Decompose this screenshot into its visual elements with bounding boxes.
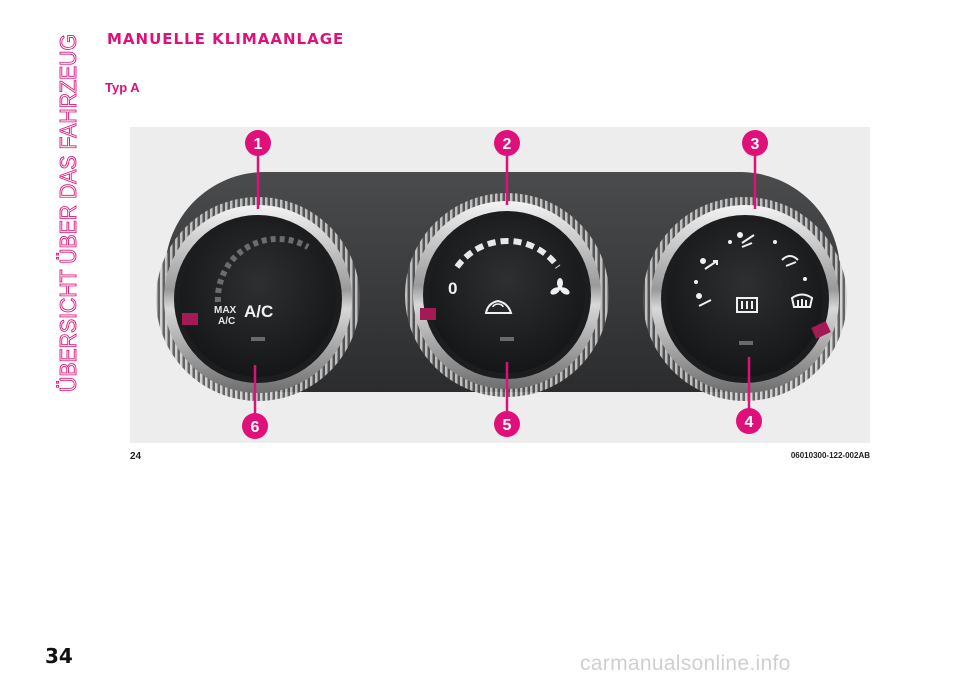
fan-speed-scale-arc <box>454 237 561 269</box>
callout-3: 3 <box>742 130 768 156</box>
face-vent-icon <box>700 258 718 270</box>
fan-speed-indicator <box>420 308 436 320</box>
floor-vent-icon <box>696 293 712 307</box>
svg-text:4: 4 <box>745 414 754 431</box>
windshield-defrost-icon[interactable] <box>790 293 814 308</box>
figure-caption: 24 06010300-122-002AB <box>130 451 870 465</box>
rear-defrost-led <box>739 341 753 345</box>
position-dot <box>773 240 777 244</box>
watermark: carmanualsonline.info <box>580 652 791 675</box>
fan-off-label: 0 <box>448 279 457 298</box>
ac-button-label[interactable]: A/C <box>244 302 273 321</box>
page-number: 34 <box>45 644 73 668</box>
recirculation-led <box>500 337 514 341</box>
rear-defrost-icon[interactable] <box>736 297 758 313</box>
figure-number: 24 <box>130 451 142 462</box>
temperature-knob[interactable]: MAX A/C A/C <box>164 205 352 393</box>
callout-4: 4 <box>736 408 762 434</box>
temperature-indicator <box>182 313 198 325</box>
max-label: MAX <box>214 305 237 316</box>
svg-text:3: 3 <box>751 136 760 153</box>
svg-text:2: 2 <box>503 136 512 153</box>
air-distribution-knob[interactable] <box>651 205 839 393</box>
position-dot <box>694 280 698 284</box>
callout-6: 6 <box>242 413 268 439</box>
section-subheading: Typ A <box>105 80 140 95</box>
max-ac-label: A/C <box>218 316 235 327</box>
figure-code: 06010300-122-002AB <box>790 451 870 460</box>
sidebar-title-text: ÜBERSICHT ÜBER DAS FAHRZEUG <box>55 34 81 392</box>
floor-defrost-icon <box>781 255 799 267</box>
svg-text:5: 5 <box>503 417 512 434</box>
air-distribution-indicator <box>811 321 831 339</box>
svg-text:6: 6 <box>251 419 260 436</box>
callout-leaders <box>253 153 757 415</box>
climate-control-figure: MAX A/C A/C 0 <box>130 127 870 443</box>
face-floor-vent-icon <box>737 232 755 248</box>
svg-text:1: 1 <box>254 136 263 153</box>
fan-icon <box>550 278 570 295</box>
recirculation-car-icon[interactable] <box>484 299 513 314</box>
callout-5: 5 <box>494 411 520 437</box>
callout-1: 1 <box>245 130 271 156</box>
callout-2: 2 <box>494 130 520 156</box>
ac-led <box>251 337 265 341</box>
position-dot <box>728 240 732 244</box>
section-heading: MANUELLE KLIMAANLAGE <box>107 30 345 48</box>
section-sidebar-title: ÜBERSICHT ÜBER DAS FAHRZEUG <box>52 32 84 394</box>
temperature-scale-arc <box>214 235 310 303</box>
position-dot <box>803 277 807 281</box>
fan-speed-knob[interactable]: 0 <box>413 201 601 389</box>
